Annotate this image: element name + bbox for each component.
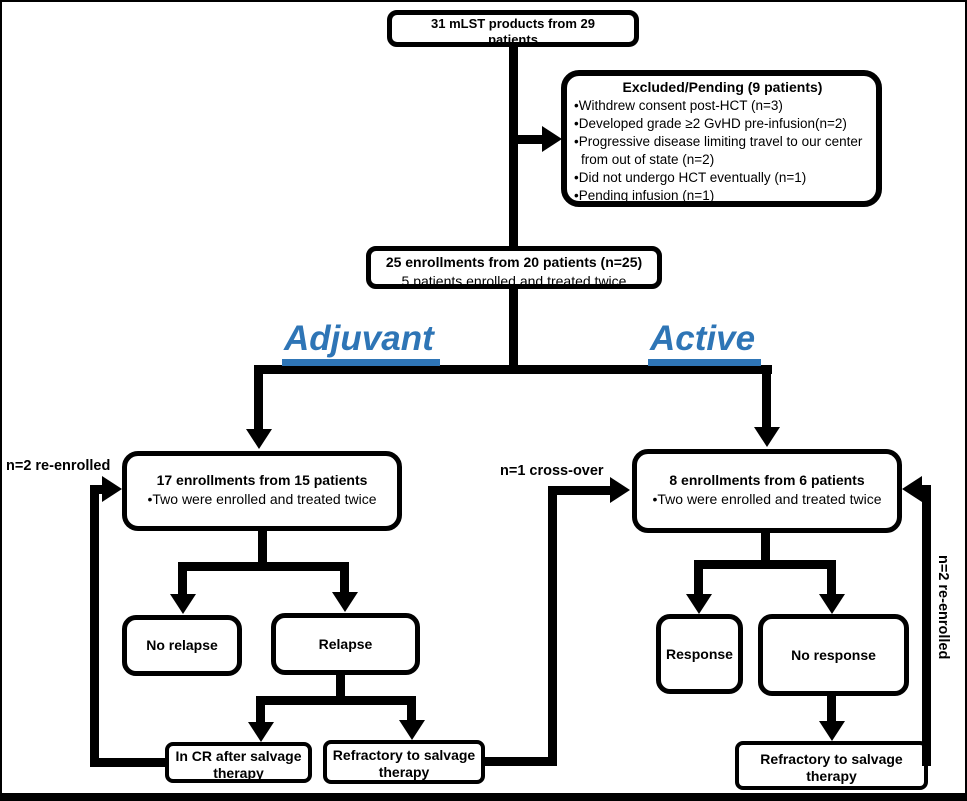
arrow-down-adjuvant-icon: [246, 429, 272, 449]
connector-arm-split: [254, 365, 772, 374]
connector-response-drop: [694, 560, 703, 594]
active-enroll-bullet: •Two were enrolled and treated twice: [652, 491, 882, 507]
connector-reenroll-right-vertical: [922, 485, 931, 766]
reenroll-right-label: n=2 re-enrolled: [935, 555, 951, 660]
arrow-down-no-response-icon: [819, 594, 845, 614]
connector-adjuvant-sub: [258, 531, 267, 568]
connector-relapse-drop: [340, 562, 349, 593]
refractory-right-box: Refractory to salvage therapy: [735, 741, 928, 790]
arrow-right-crossover-icon: [610, 477, 630, 503]
connector-no-relapse-drop: [178, 562, 187, 595]
connector-reenroll-left-top: [94, 485, 106, 494]
adjuvant-arm-label: Adjuvant: [282, 320, 440, 366]
connector-to-excluded: [513, 135, 543, 144]
connector-no-response-drop: [827, 560, 836, 594]
arrow-down-in-cr-icon: [248, 722, 274, 742]
response-box: Response: [656, 614, 743, 694]
connector-active-drop: [762, 365, 771, 427]
active-arm-label: Active: [648, 320, 762, 366]
excluded-box: Excluded/Pending (9 patients) •Withdrew …: [561, 70, 882, 207]
connector-adjuvant-drop: [254, 365, 263, 429]
adjuvant-enroll-bullet: •Two were enrolled and treated twice: [147, 491, 377, 507]
excluded-item: •Did not undergo HCT eventually (n=1): [574, 170, 807, 185]
arrow-down-relapse-icon: [332, 592, 358, 612]
connector-reenroll-left-vertical: [90, 485, 99, 767]
excluded-title: Excluded/Pending (9 patients): [622, 79, 823, 95]
connector-relapse-sub: [336, 674, 345, 703]
excluded-item: •Pending infusion (n=1): [574, 188, 715, 203]
arrow-down-response-icon: [686, 594, 712, 614]
reenroll-left-label: n=2 re-enrolled: [6, 458, 111, 474]
connector-salvage-split: [256, 696, 416, 705]
arrow-right-excluded-icon: [542, 126, 562, 152]
enrollments-line1: 25 enrollments from 20 patients (n=25): [385, 254, 643, 270]
in-cr-box: In CR after salvage therapy: [165, 742, 312, 783]
relapse-box: Relapse: [271, 613, 420, 675]
connector-spine-bottom: [509, 289, 518, 370]
connector-in-cr-drop: [256, 696, 265, 722]
connector-crossover-vertical: [548, 486, 557, 766]
connector-response-split: [694, 560, 836, 569]
connector-active-sub: [761, 533, 770, 566]
no-response-box: No response: [758, 614, 909, 696]
crossover-label: n=1 cross-over: [500, 463, 604, 479]
excluded-item: •Progressive disease limiting travel to …: [574, 134, 863, 167]
refractory-left-box: Refractory to salvage therapy: [323, 740, 485, 784]
arrow-down-no-relapse-icon: [170, 594, 196, 614]
arrow-down-refractory-left-icon: [399, 720, 425, 740]
connector-reenroll-left-bottom: [90, 758, 166, 767]
connector-refractory-right-drop: [827, 696, 836, 721]
arrow-down-active-icon: [754, 427, 780, 447]
connector-refractory-left-drop: [407, 696, 416, 720]
connector-relapse-split: [178, 562, 349, 571]
active-enroll-box: 8 enrollments from 6 patients •Two were …: [632, 449, 902, 533]
adjuvant-enroll-box: 17 enrollments from 15 patients •Two wer…: [122, 451, 402, 531]
products-box: 31 mLST products from 29 patients: [387, 10, 639, 47]
adjuvant-enroll-title: 17 enrollments from 15 patients: [156, 472, 368, 488]
arrow-right-reenroll-left-icon: [102, 476, 122, 502]
arrow-down-refractory-right-icon: [819, 721, 845, 741]
connector-spine-top: [509, 47, 518, 247]
connector-crossover-top: [552, 486, 612, 495]
connector-crossover-bottom: [483, 757, 556, 766]
excluded-item: •Withdrew consent post-HCT (n=3): [574, 98, 783, 113]
arrow-left-reenroll-right-icon: [902, 476, 922, 502]
enrollments-box: 25 enrollments from 20 patients (n=25) 5…: [366, 246, 662, 289]
enrollments-line2: 5 patients enrolled and treated twice: [401, 273, 627, 289]
no-relapse-box: No relapse: [122, 615, 242, 676]
excluded-item: •Developed grade ≥2 GvHD pre-infusion(n=…: [574, 116, 847, 131]
active-enroll-title: 8 enrollments from 6 patients: [669, 472, 865, 488]
